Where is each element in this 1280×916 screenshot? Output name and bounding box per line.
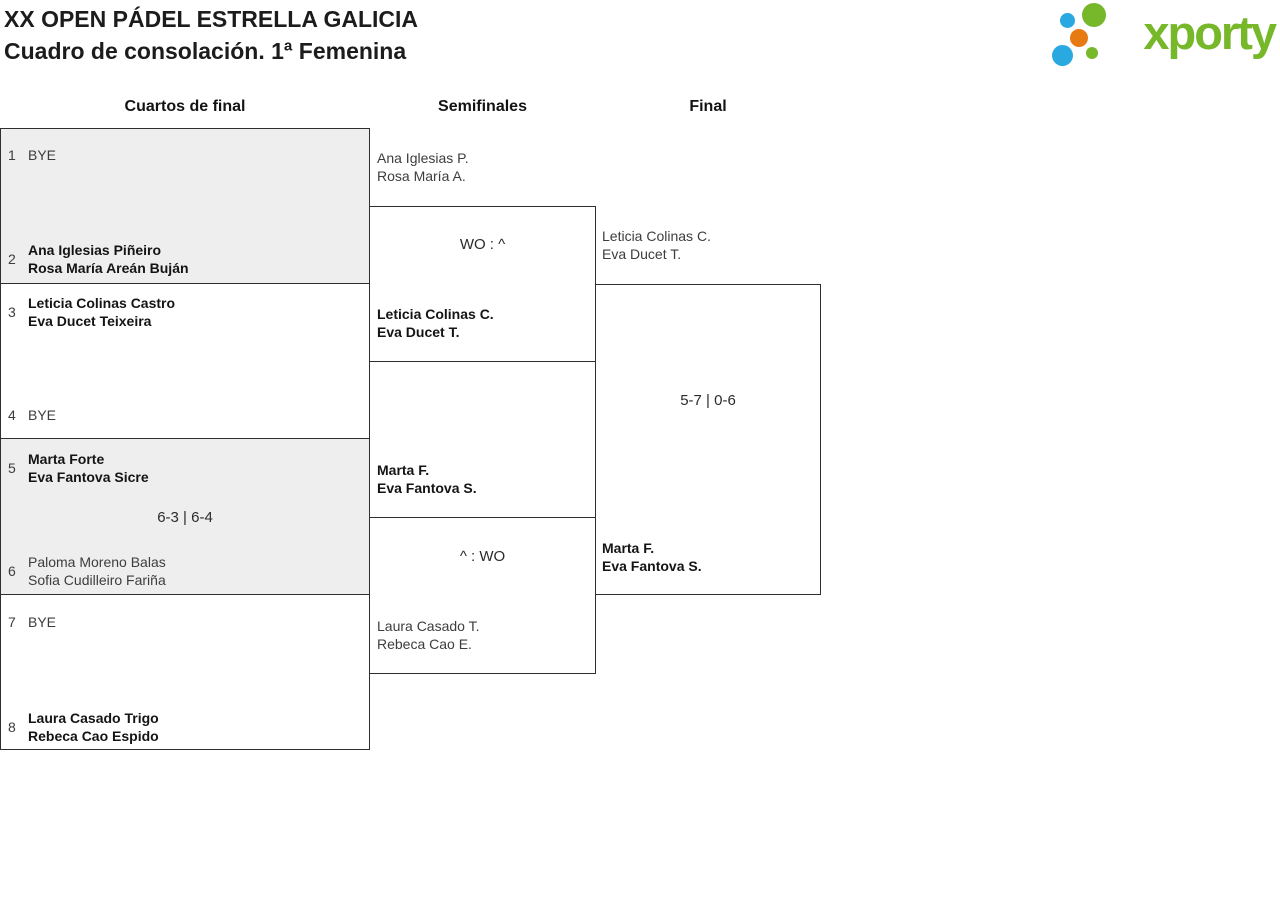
- team-name-line: Laura Casado T.: [377, 618, 480, 634]
- team-name-line: Eva Fantova S.: [602, 558, 702, 574]
- match-box-semifinal-2: [369, 517, 596, 674]
- qf3-bottom-seed: 6: [8, 563, 16, 579]
- logo-dot-green-large: [1082, 3, 1106, 27]
- logo-dot-orange: [1070, 29, 1088, 47]
- logo-dot-blue-small: [1060, 13, 1075, 28]
- xporty-wordmark: xporty: [1143, 6, 1277, 59]
- team-name-line: Leticia Colinas Castro: [28, 295, 176, 311]
- team-name-line: Marta F.: [377, 462, 430, 478]
- qf1-bottom-seed: 2: [8, 251, 16, 267]
- team-name-line: Laura Casado Trigo: [28, 710, 159, 726]
- team-name-line: Rebeca Cao Espido: [28, 728, 159, 744]
- qf4-bottom-team: Laura Casado Trigo Rebeca Cao Espido: [28, 709, 159, 745]
- round-header-quarterfinals: Cuartos de final: [124, 98, 246, 115]
- qf3-match-score: 6-3 | 6-4: [157, 509, 213, 526]
- team-name-line: Ana Iglesias Piñeiro: [28, 242, 162, 258]
- team-name-line: BYE: [28, 614, 57, 630]
- team-name-line: Eva Ducet Teixeira: [28, 313, 152, 329]
- team-name-line: Paloma Moreno Balas: [28, 554, 166, 570]
- team-name-line: Marta Forte: [28, 451, 105, 467]
- qf4-top-team: BYE: [28, 613, 56, 631]
- final-match-score: 5-7 | 0-6: [680, 392, 736, 409]
- match-box-final: [595, 284, 821, 595]
- sf2-bottom-entrant: Laura Casado T. Rebeca Cao E.: [377, 617, 479, 653]
- final-champion: Marta F. Eva Fantova S.: [602, 539, 702, 575]
- team-name-line: Eva Fantova S.: [377, 480, 477, 496]
- final-top-entrant: Leticia Colinas C. Eva Ducet T.: [602, 227, 711, 263]
- sf1-match-score: WO : ^: [459, 236, 506, 253]
- sf2-match-score: ^ : WO: [459, 548, 506, 565]
- qf2-bottom-team: BYE: [28, 406, 56, 424]
- team-name-line: Marta F.: [602, 540, 655, 556]
- round-header-final: Final: [689, 98, 727, 115]
- team-name-line: BYE: [28, 147, 57, 163]
- xporty-logo[interactable]: xporty: [1050, 0, 1278, 76]
- team-name-line: BYE: [28, 407, 57, 423]
- logo-dot-green-small: [1086, 47, 1098, 59]
- team-name-line: Rosa María A.: [377, 168, 466, 184]
- team-name-line: Eva Fantova Sicre: [28, 469, 149, 485]
- qf2-top-team: Leticia Colinas Castro Eva Ducet Teixeir…: [28, 294, 175, 330]
- qf1-top-team: BYE: [28, 146, 56, 164]
- team-name-line: Rebeca Cao E.: [377, 636, 472, 652]
- team-name-line: Leticia Colinas C.: [377, 306, 494, 322]
- qf3-bottom-team: Paloma Moreno Balas Sofia Cudilleiro Far…: [28, 553, 166, 589]
- sf2-top-entrant: Marta F. Eva Fantova S.: [377, 461, 477, 497]
- team-name-line: Rosa María Areán Buján: [28, 260, 189, 276]
- sf1-top-entrant: Ana Iglesias P. Rosa María A.: [377, 149, 469, 185]
- qf3-top-seed: 5: [8, 460, 16, 476]
- match-box-quarterfinal-1: [0, 128, 370, 284]
- tournament-title: XX OPEN PÁDEL ESTRELLA GALICIA: [4, 6, 419, 32]
- team-name-line: Ana Iglesias P.: [377, 150, 469, 166]
- qf2-top-seed: 3: [8, 304, 16, 320]
- qf1-bottom-team: Ana Iglesias Piñeiro Rosa María Areán Bu…: [28, 241, 189, 277]
- team-name-line: Leticia Colinas C.: [602, 228, 711, 244]
- sf1-bottom-entrant: Leticia Colinas C. Eva Ducet T.: [377, 305, 494, 341]
- qf3-top-team: Marta Forte Eva Fantova Sicre: [28, 450, 149, 486]
- round-header-semifinals: Semifinales: [438, 98, 527, 115]
- team-name-line: Eva Ducet T.: [377, 324, 460, 340]
- team-name-line: Sofia Cudilleiro Fariña: [28, 572, 166, 588]
- team-name-line: Eva Ducet T.: [602, 246, 682, 262]
- qf2-bottom-seed: 4: [8, 407, 16, 423]
- qf1-top-seed: 1: [8, 147, 16, 163]
- qf4-top-seed: 7: [8, 614, 16, 630]
- qf4-bottom-seed: 8: [8, 719, 16, 735]
- bracket-subtitle: Cuadro de consolación. 1ª Femenina: [4, 38, 407, 64]
- logo-dot-blue-large: [1052, 45, 1073, 66]
